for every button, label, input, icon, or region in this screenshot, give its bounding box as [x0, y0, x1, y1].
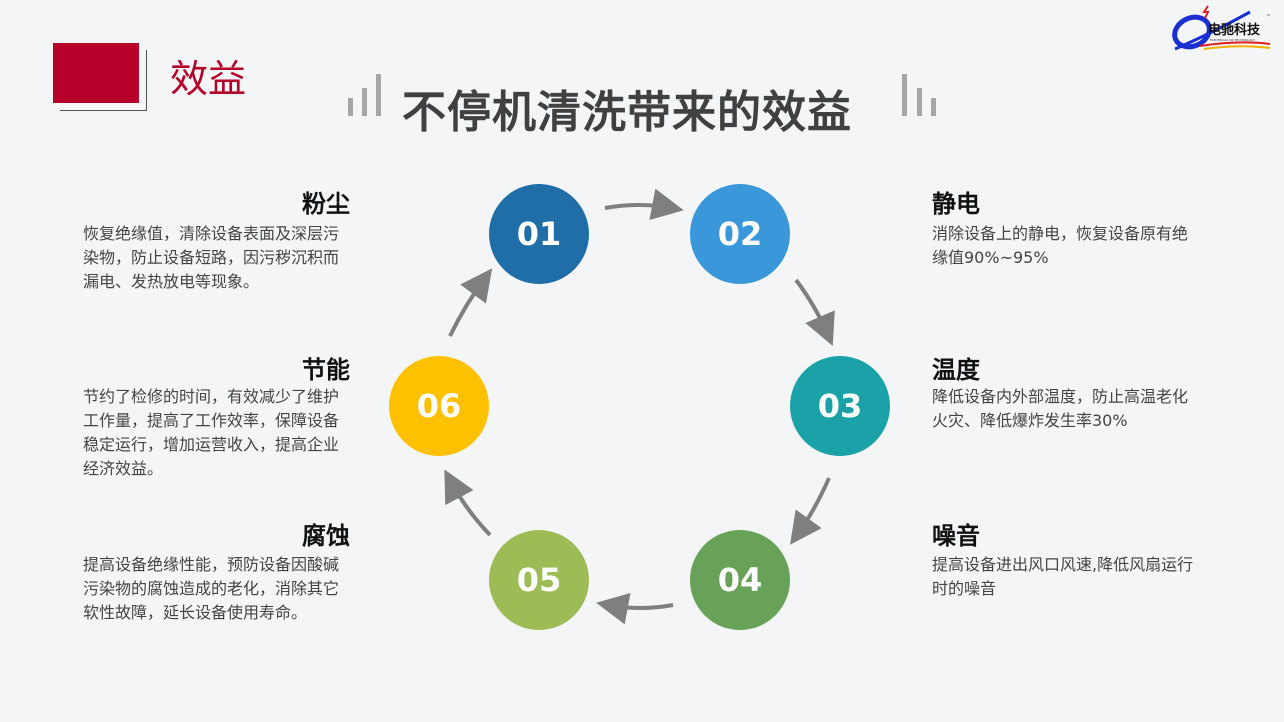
step-text-energy: 节约了检修的时间，有效减少了维护工作量，提高了工作效率，保障设备稳定运行，增加运…	[83, 387, 340, 478]
svg-text:电驰科技: 电驰科技	[1208, 22, 1261, 38]
title-bar-decoration	[917, 88, 922, 116]
step-circle-02: 02	[690, 184, 790, 284]
step-text-noise: 提高设备进出风口风速,降低风扇运行时的噪音	[932, 555, 1194, 598]
step-text-dust: 恢复绝缘值，清除设备表面及深层污染物，防止设备短路，因污秽沉积而漏电、发热放电等…	[83, 224, 340, 291]
step-circle-01: 01	[489, 184, 589, 284]
header-red-block	[53, 43, 139, 103]
step-circle-04: 04	[690, 530, 790, 630]
svg-text:™: ™	[1266, 14, 1271, 20]
company-logo: 电驰科技 ELECTRICAL DR TECHNOLOGY ™	[1170, 4, 1275, 56]
title-bar-decoration	[931, 98, 936, 116]
step-text-corrosion: 提高设备绝缘性能，预防设备因酸碱污染物的腐蚀造成的老化，消除其它软性故障，延长设…	[83, 555, 340, 622]
arrow-04-05	[596, 592, 674, 625]
title-bar-decoration	[362, 88, 367, 116]
arrow-02-03	[794, 278, 835, 347]
step-text-temperature: 降低设备内外部温度，防止高温老化火灾、降低爆炸发生率30%	[932, 387, 1189, 430]
step-circle-05: 05	[489, 530, 589, 630]
step-title-temperature: 温度	[932, 356, 980, 384]
title-bar-decoration	[902, 74, 907, 116]
step-text-static: 消除设备上的静电，恢复设备原有绝缘值90%~95%	[932, 224, 1189, 267]
step-title-static: 静电	[932, 190, 980, 218]
title-bar-decoration	[376, 74, 381, 116]
page-title: 不停机清洗带来的效益	[402, 87, 852, 138]
header-decoration	[60, 50, 147, 111]
step-circle-03: 03	[790, 356, 890, 456]
svg-text:ELECTRICAL DR TECHNOLOGY: ELECTRICAL DR TECHNOLOGY	[1210, 38, 1255, 42]
step-circle-06: 06	[389, 356, 489, 456]
step-title-noise: 噪音	[932, 522, 980, 550]
arrow-03-04	[789, 477, 831, 545]
step-title-energy: 节能	[302, 356, 350, 384]
arrow-01-02	[604, 188, 684, 221]
arrow-06-01	[448, 268, 493, 337]
step-title-corrosion: 腐蚀	[302, 522, 350, 550]
section-label: 效益	[170, 57, 247, 101]
title-bar-decoration	[348, 98, 353, 116]
step-title-dust: 粉尘	[302, 190, 350, 218]
arrow-05-06	[444, 469, 492, 537]
